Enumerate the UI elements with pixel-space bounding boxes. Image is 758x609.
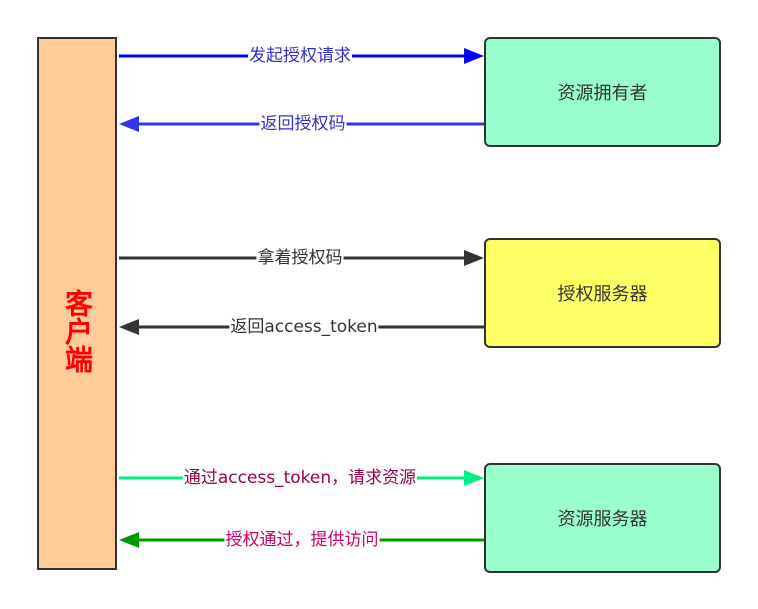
resource-owner-label: 资源拥有者: [557, 83, 648, 104]
arrowhead-request-resource: [464, 470, 484, 486]
client-box: 客户端: [37, 37, 117, 570]
label-return-code: 返回授权码: [259, 114, 347, 134]
label-return-token: 返回access_token: [229, 317, 379, 337]
label-request-auth: 发起授权请求: [248, 46, 352, 66]
auth-server-box: 授权服务器: [484, 238, 721, 348]
label-with-code: 拿着授权码: [256, 248, 344, 268]
arrowhead-request-auth: [464, 48, 484, 64]
label-request-resource: 通过access_token，请求资源: [182, 468, 418, 488]
auth-server-label: 授权服务器: [557, 284, 648, 305]
arrowhead-return-code: [119, 116, 139, 132]
label-grant-access: 授权通过，提供访问: [224, 530, 380, 550]
arrowhead-with-code: [464, 250, 484, 266]
resource-owner-box: 资源拥有者: [484, 37, 721, 147]
arrowhead-grant-access: [119, 532, 139, 548]
client-label: 客户端: [61, 289, 94, 373]
arrowhead-return-token: [119, 319, 139, 335]
resource-server-box: 资源服务器: [484, 463, 721, 573]
resource-server-label: 资源服务器: [557, 509, 648, 530]
